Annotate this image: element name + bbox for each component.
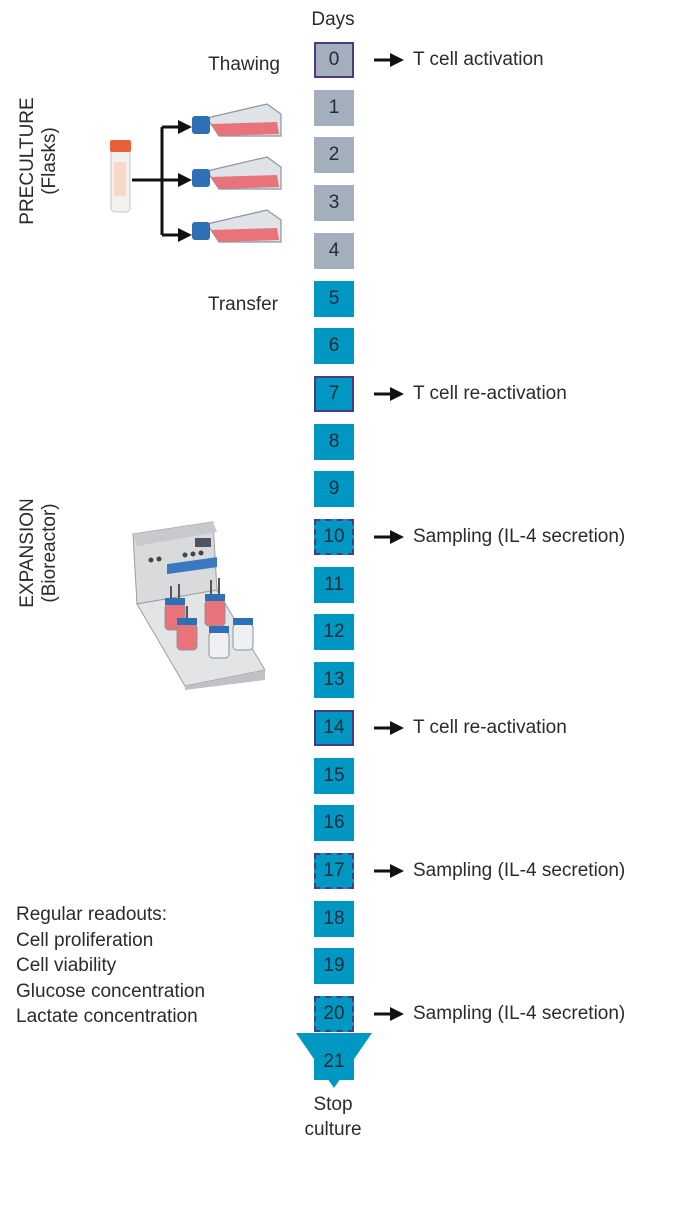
day-box-14: 14 [314, 709, 354, 746]
day-box-13: 13 [314, 662, 354, 699]
event-text: T cell re-activation [413, 716, 567, 738]
preculture-illustration [110, 120, 192, 242]
day-box-1: 1 [314, 89, 354, 126]
readout-item: Regular readouts: [16, 904, 168, 925]
event-text: Sampling (IL-4 secretion) [413, 526, 626, 547]
event-row: T cell activation [374, 42, 544, 78]
event-text: T cell re-activation [413, 382, 567, 404]
day-box-17: 17 [314, 852, 354, 889]
event-row: Sampling (IL-4 secretion) [374, 853, 625, 889]
flask-stack [192, 103, 282, 243]
stop-line-2: culture [304, 1119, 362, 1140]
bioreactor-icon [132, 521, 266, 690]
readout-item: Cell proliferation [16, 929, 154, 951]
event-row: Sampling (IL-4 secretion) [374, 996, 625, 1032]
day-box-3: 3 [314, 185, 354, 222]
regular-readouts: Regular readouts: Cell proliferation Cel… [16, 902, 205, 1030]
day-box-5: 5 [314, 280, 354, 317]
day-box-4: 4 [314, 232, 354, 269]
event-text: Sampling (IL-4 secretion) [413, 859, 626, 881]
stop-culture-label: Stop culture [283, 1092, 383, 1142]
event-row: Sampling (IL-4 secretion) [374, 519, 625, 555]
arrow-right-icon [374, 720, 404, 735]
day-box-16: 16 [314, 805, 354, 842]
days-header: Days [311, 9, 355, 30]
day-box-7: 7 [314, 375, 354, 412]
readout-item: Lactate concentration [16, 1006, 198, 1027]
arrow-right-icon [374, 530, 404, 544]
readout-item: Glucose concentration [16, 980, 206, 1002]
day-box-19: 19 [314, 948, 354, 985]
day-box-15: 15 [314, 757, 354, 794]
stop-line-1: Stop [313, 1094, 353, 1115]
day-box-21: 21 [314, 1043, 354, 1080]
day-box-12: 12 [314, 614, 354, 651]
arrow-right-icon [374, 863, 404, 878]
day-box-20: 20 [314, 996, 354, 1032]
day-box-10: 10 [314, 519, 354, 555]
arrow-right-icon [374, 386, 404, 401]
day-box-11: 11 [314, 566, 354, 603]
day-box-6: 6 [314, 328, 354, 365]
event-row: T cell re-activation [374, 710, 567, 746]
event-text: Sampling (IL-4 secretion) [413, 1003, 626, 1024]
flask-icon [192, 209, 282, 243]
arrow-right-icon [374, 53, 404, 67]
thawing-label: Thawing [208, 54, 280, 75]
day-box-2: 2 [314, 137, 354, 174]
day-box-9: 9 [314, 471, 354, 508]
flask-icon [192, 103, 282, 137]
event-row: T cell re-activation [374, 376, 567, 412]
day-box-0: 0 [314, 42, 354, 78]
readout-item: Cell viability [16, 955, 117, 976]
arrow-right-icon [374, 1007, 404, 1021]
day-box-8: 8 [314, 423, 354, 460]
flask-icon [192, 156, 282, 190]
vial-icon [110, 140, 131, 213]
transfer-label: Transfer [207, 294, 278, 315]
event-text: T cell activation [413, 49, 544, 70]
day-box-18: 18 [314, 900, 354, 937]
